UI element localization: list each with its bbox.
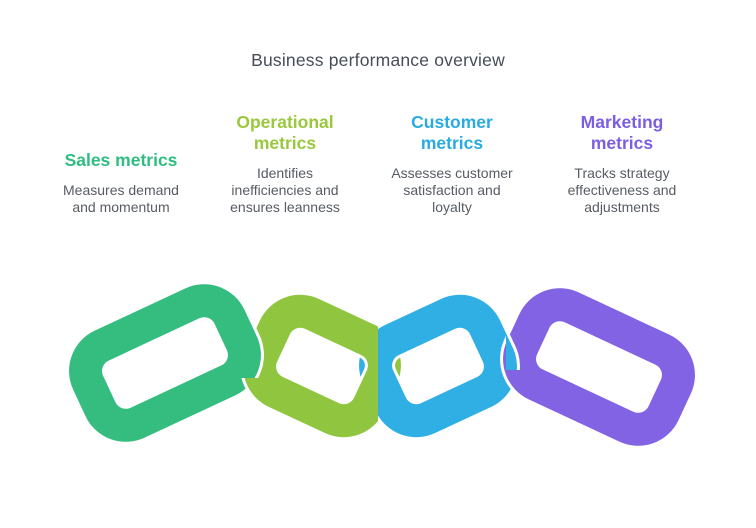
- marketing-heading: Marketing metrics: [580, 112, 664, 153]
- operational-heading: Operational metrics: [236, 112, 334, 153]
- customer-description: Assesses customer satisfaction and loyal…: [391, 165, 513, 215]
- customer-heading: Customer metrics: [411, 112, 493, 153]
- marketing-description: Tracks strategy effectiveness and adjust…: [567, 165, 677, 215]
- page-title: Business performance overview: [251, 50, 505, 70]
- operational-description: Identifies inefficiencies and ensures le…: [230, 165, 340, 215]
- sales-description: Measures demand and momentum: [63, 182, 179, 215]
- customer-link: [366, 302, 509, 430]
- sales-heading: Sales metrics: [64, 150, 178, 170]
- marketing-link: [510, 296, 687, 439]
- column-sales: Sales metrics Measures demand and moment…: [41, 150, 201, 216]
- column-customer: Customer metrics Assesses customer satis…: [372, 112, 532, 216]
- column-operational: Operational metrics Identifies inefficie…: [205, 112, 365, 216]
- column-marketing: Marketing metrics Tracks strategy effect…: [542, 112, 702, 216]
